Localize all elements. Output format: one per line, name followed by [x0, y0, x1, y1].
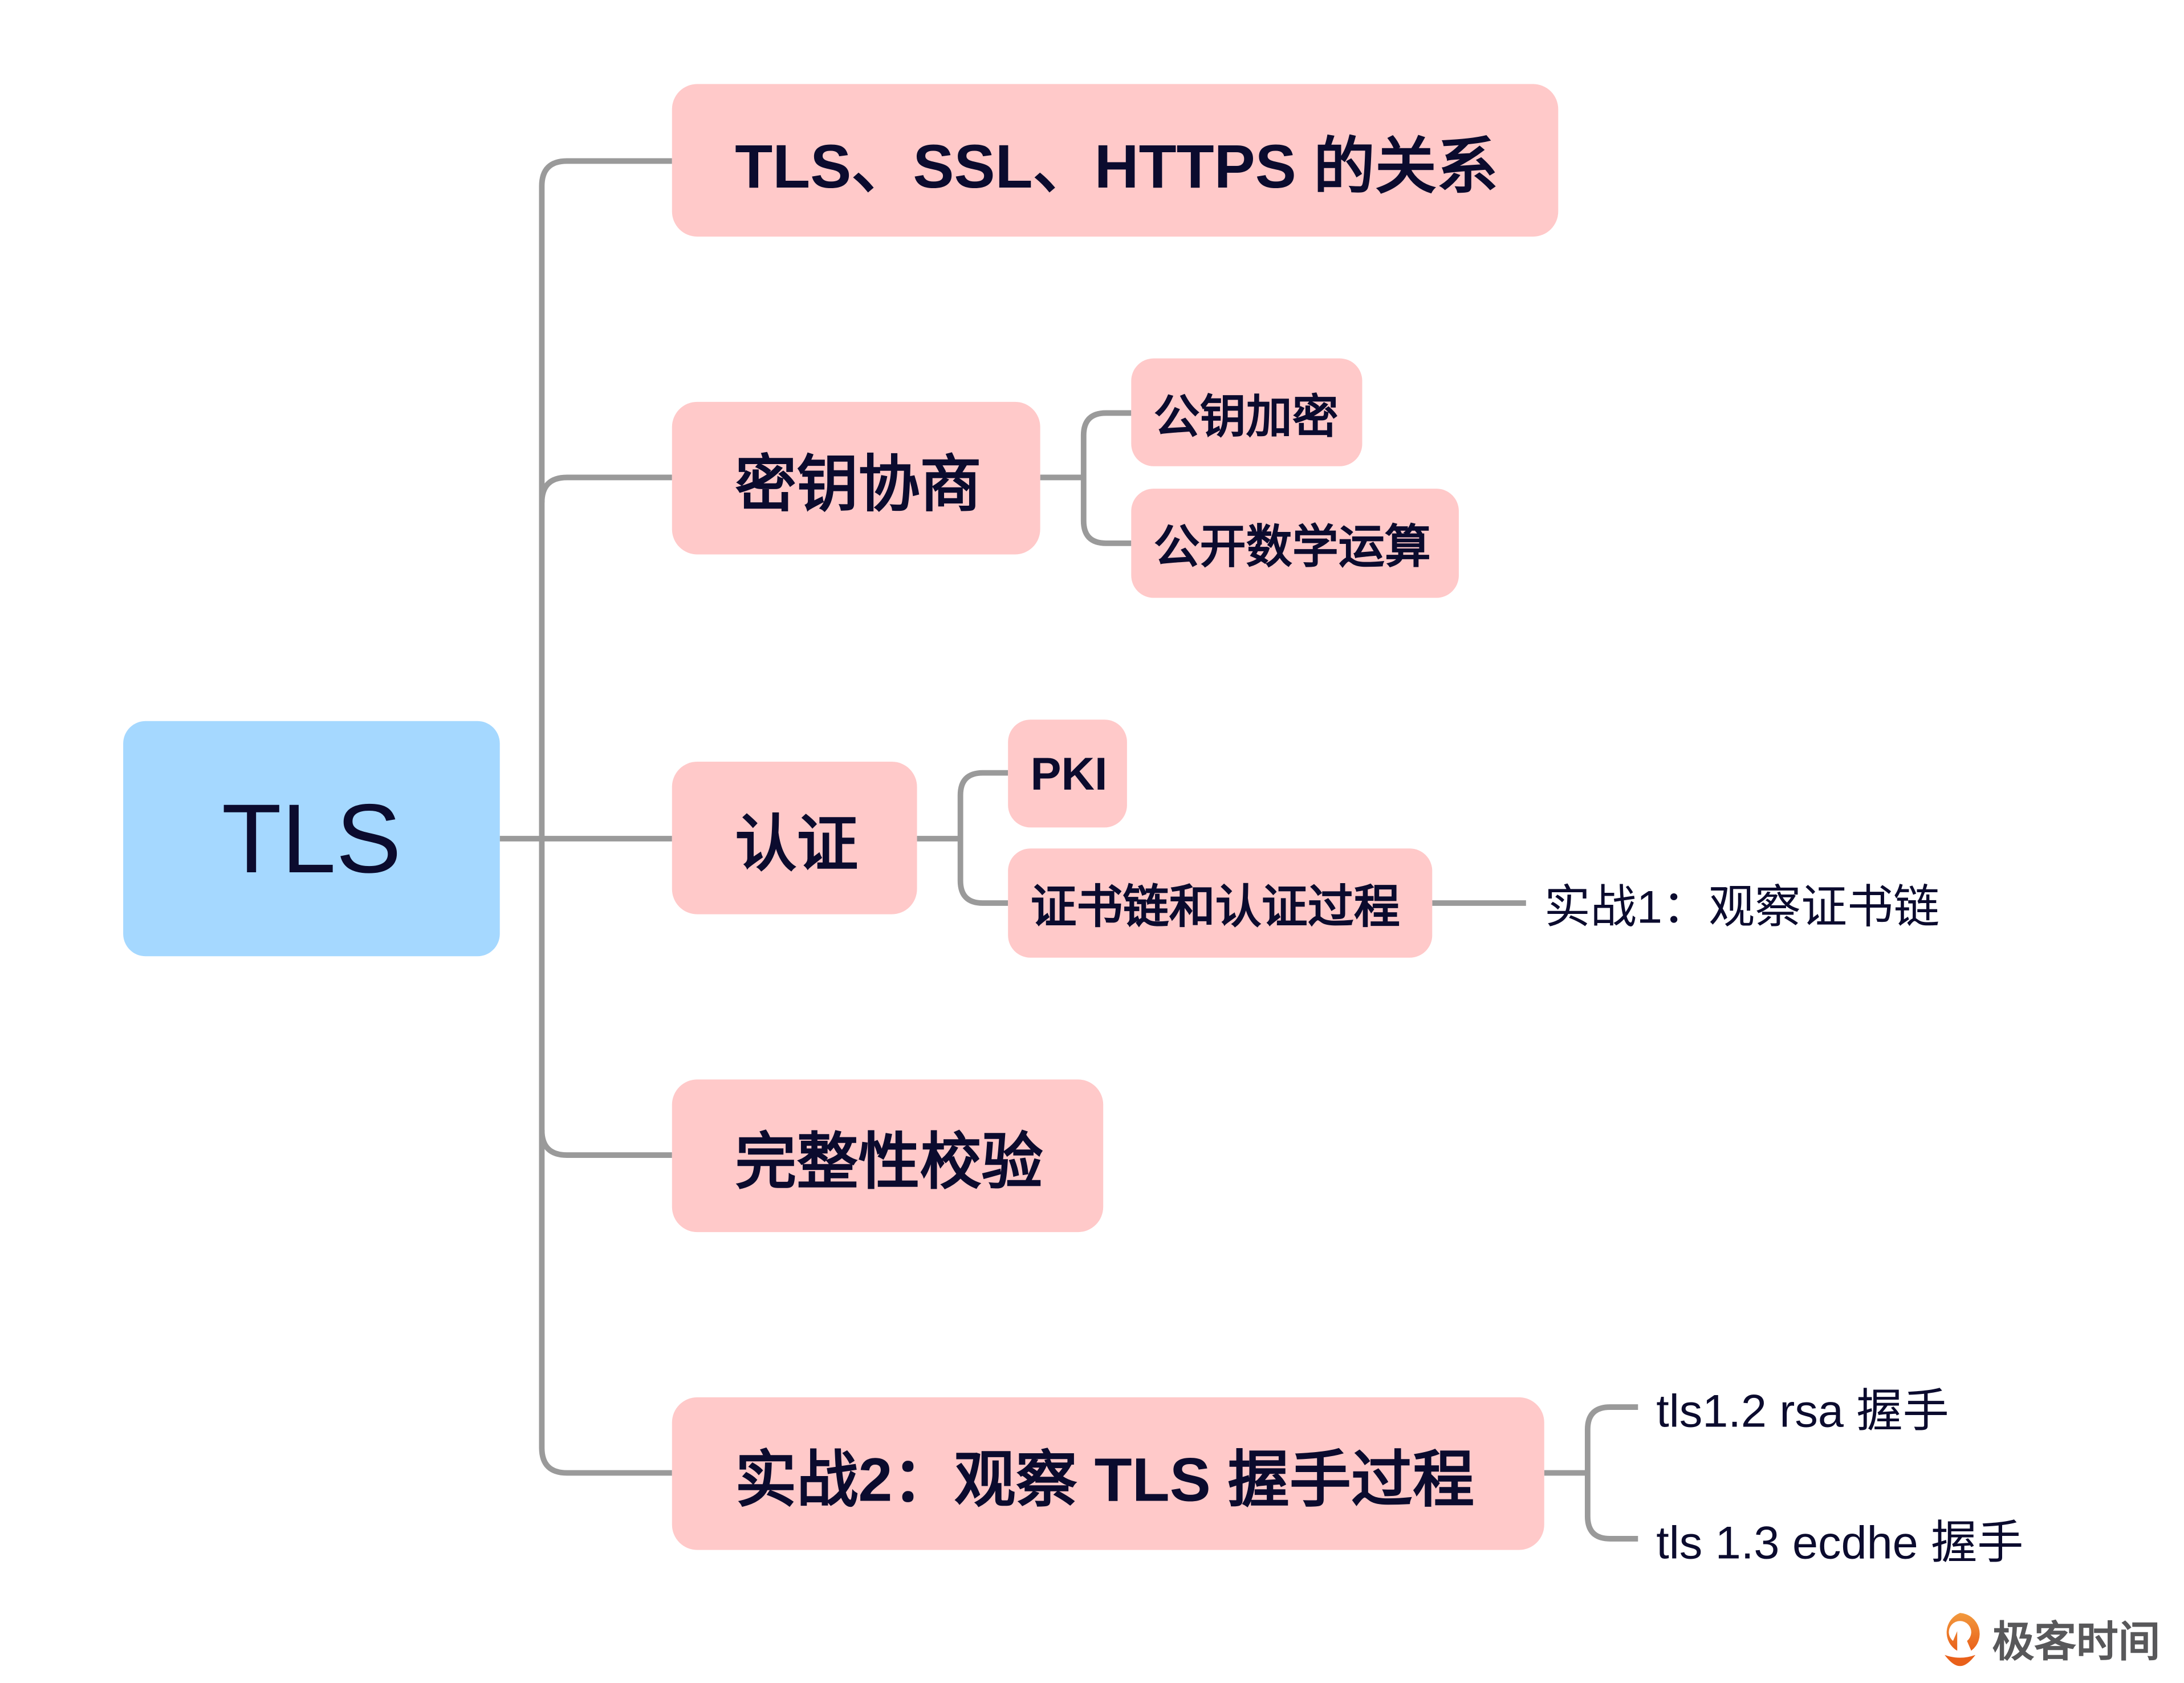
root-node[interactable]: TLS [123, 721, 500, 957]
root-label: TLS [221, 784, 402, 893]
branch-tls-ssl-https[interactable]: TLS、SSL、HTTPS 的关系 [672, 84, 1559, 237]
connector-branch-2 [539, 474, 672, 503]
branch-label: 实战2：观察 TLS 握手过程 [735, 1445, 1475, 1514]
sub-public-key-encryption[interactable]: 公钥加密 [1131, 358, 1363, 466]
branch-label: 认证 [735, 810, 859, 879]
connector-branch-4 [539, 1129, 672, 1158]
branch-label: 完整性校验 [735, 1128, 1043, 1197]
branch-label: 密钥协商 [735, 450, 982, 519]
sub-label: 证书链和认证过程 [1030, 880, 1400, 933]
sub-label: 公开数学运算 [1153, 521, 1431, 573]
connector-auth [917, 770, 1008, 906]
sub-cert-chain[interactable]: 证书链和认证过程 [1008, 848, 1433, 958]
branch-label: TLS、SSL、HTTPS 的关系 [735, 132, 1499, 201]
branch-integrity-check[interactable]: 完整性校验 [672, 1079, 1104, 1233]
connector-keyneg [1040, 410, 1132, 546]
sub-public-math[interactable]: 公开数学运算 [1131, 489, 1459, 598]
geektime-logo: 极客时间 [1936, 1607, 2160, 1669]
leaf-tls13-ecdhe[interactable]: tls 1.3 ecdhe 握手 [1656, 1516, 2024, 1568]
logo-text: 极客时间 [1992, 1620, 2161, 1666]
connector-handshake [1544, 1404, 1638, 1542]
branch-authentication[interactable]: 认证 [672, 761, 917, 914]
leaf-practice-1[interactable]: 实战1：观察证书链 [1544, 880, 1940, 933]
sub-pki[interactable]: PKI [1008, 719, 1127, 828]
sub-label: 公钥加密 [1153, 389, 1339, 442]
connector-trunk [539, 158, 672, 1476]
geektime-logo-icon [1945, 1613, 1980, 1666]
branch-key-negotiation[interactable]: 密钥协商 [672, 401, 1040, 555]
leaf-tls12-rsa[interactable]: tls1.2 rsa 握手 [1656, 1384, 1949, 1437]
sub-label: PKI [1030, 747, 1108, 799]
branch-practice-2[interactable]: 实战2：观察 TLS 握手过程 [672, 1397, 1544, 1550]
